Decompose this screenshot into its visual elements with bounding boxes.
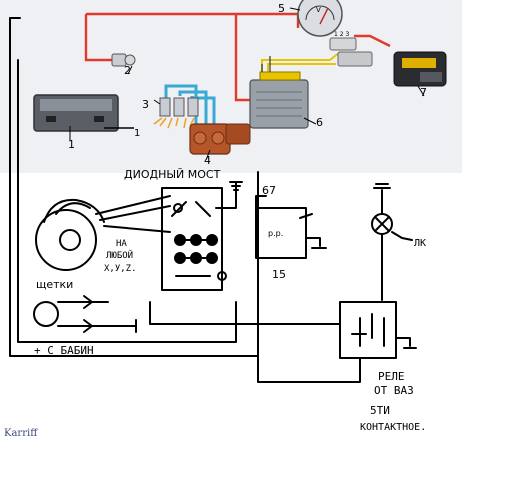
any-note-line-1: НА <box>116 239 127 249</box>
terminal-67-label: 67 <box>262 184 276 197</box>
relay-note-line-3: 5ТИ <box>370 404 390 417</box>
connector-pins-label: 1 2 3 <box>334 31 349 38</box>
callout-5: 5 <box>278 2 285 15</box>
relay-5pin <box>257 301 417 383</box>
printed-diagram-panel: 1 V <box>0 0 462 173</box>
voltage-regulator <box>255 195 327 259</box>
callout-6: 6 <box>316 116 323 129</box>
callout-leaders <box>69 7 425 161</box>
from-coils-label: + С БАБИН <box>34 344 94 357</box>
voltmeter-gauge: V <box>297 0 343 37</box>
relay-box <box>249 56 309 129</box>
callout-3: 3 <box>142 98 149 111</box>
terminal-15-label: 15 <box>272 268 286 281</box>
red-wires <box>84 12 391 102</box>
spark-icon <box>153 117 195 129</box>
battery: 1 <box>33 94 140 139</box>
lamp-label: ЛК <box>414 238 426 249</box>
relay-note-line-4: КОНТАКТНОЕ. <box>360 422 426 433</box>
relay-note-line-1: РЕЛЕ <box>378 370 405 383</box>
gauge-mark: V <box>316 6 321 14</box>
spark-plugs <box>153 97 199 129</box>
watermark-text: Karriff <box>4 428 38 439</box>
callout-2: 2 <box>124 64 131 77</box>
brushes <box>33 295 137 333</box>
regulator-label: р.р. <box>268 229 283 238</box>
warning-lamp <box>371 183 413 301</box>
ignition-coil <box>189 123 251 155</box>
hand-labels: ДИОДНЫЙ МОСТ 67 15 р.р. НА ЛЮБОЙ Х,У,Z. … <box>34 168 426 433</box>
hand-drawn-schematic <box>9 17 417 383</box>
battery-terminal-label: 1 <box>134 128 140 139</box>
relay-feed-wire <box>149 301 341 325</box>
alternator <box>393 51 447 87</box>
callout-numbers: 1 2 3 4 5 6 7 <box>68 2 427 167</box>
left-bus-wire <box>9 17 259 357</box>
any-note-line-3: Х,У,Z. <box>104 264 137 274</box>
diode-bridge <box>161 181 243 291</box>
stator-winding <box>35 195 171 271</box>
callout-1: 1 <box>68 138 75 151</box>
inner-left-wire <box>17 59 237 343</box>
callout-4: 4 <box>204 154 211 167</box>
brushes-label: щетки <box>36 278 73 291</box>
ignition-switch <box>111 53 136 67</box>
callout-7: 7 <box>420 86 427 99</box>
relay-note-line-2: ОТ ВАЗ <box>374 384 414 397</box>
connector-plug: 1 2 3 <box>329 31 373 67</box>
diode-bridge-label: ДИОДНЫЙ МОСТ <box>124 168 221 181</box>
any-note-line-2: ЛЮБОЙ <box>106 249 133 261</box>
